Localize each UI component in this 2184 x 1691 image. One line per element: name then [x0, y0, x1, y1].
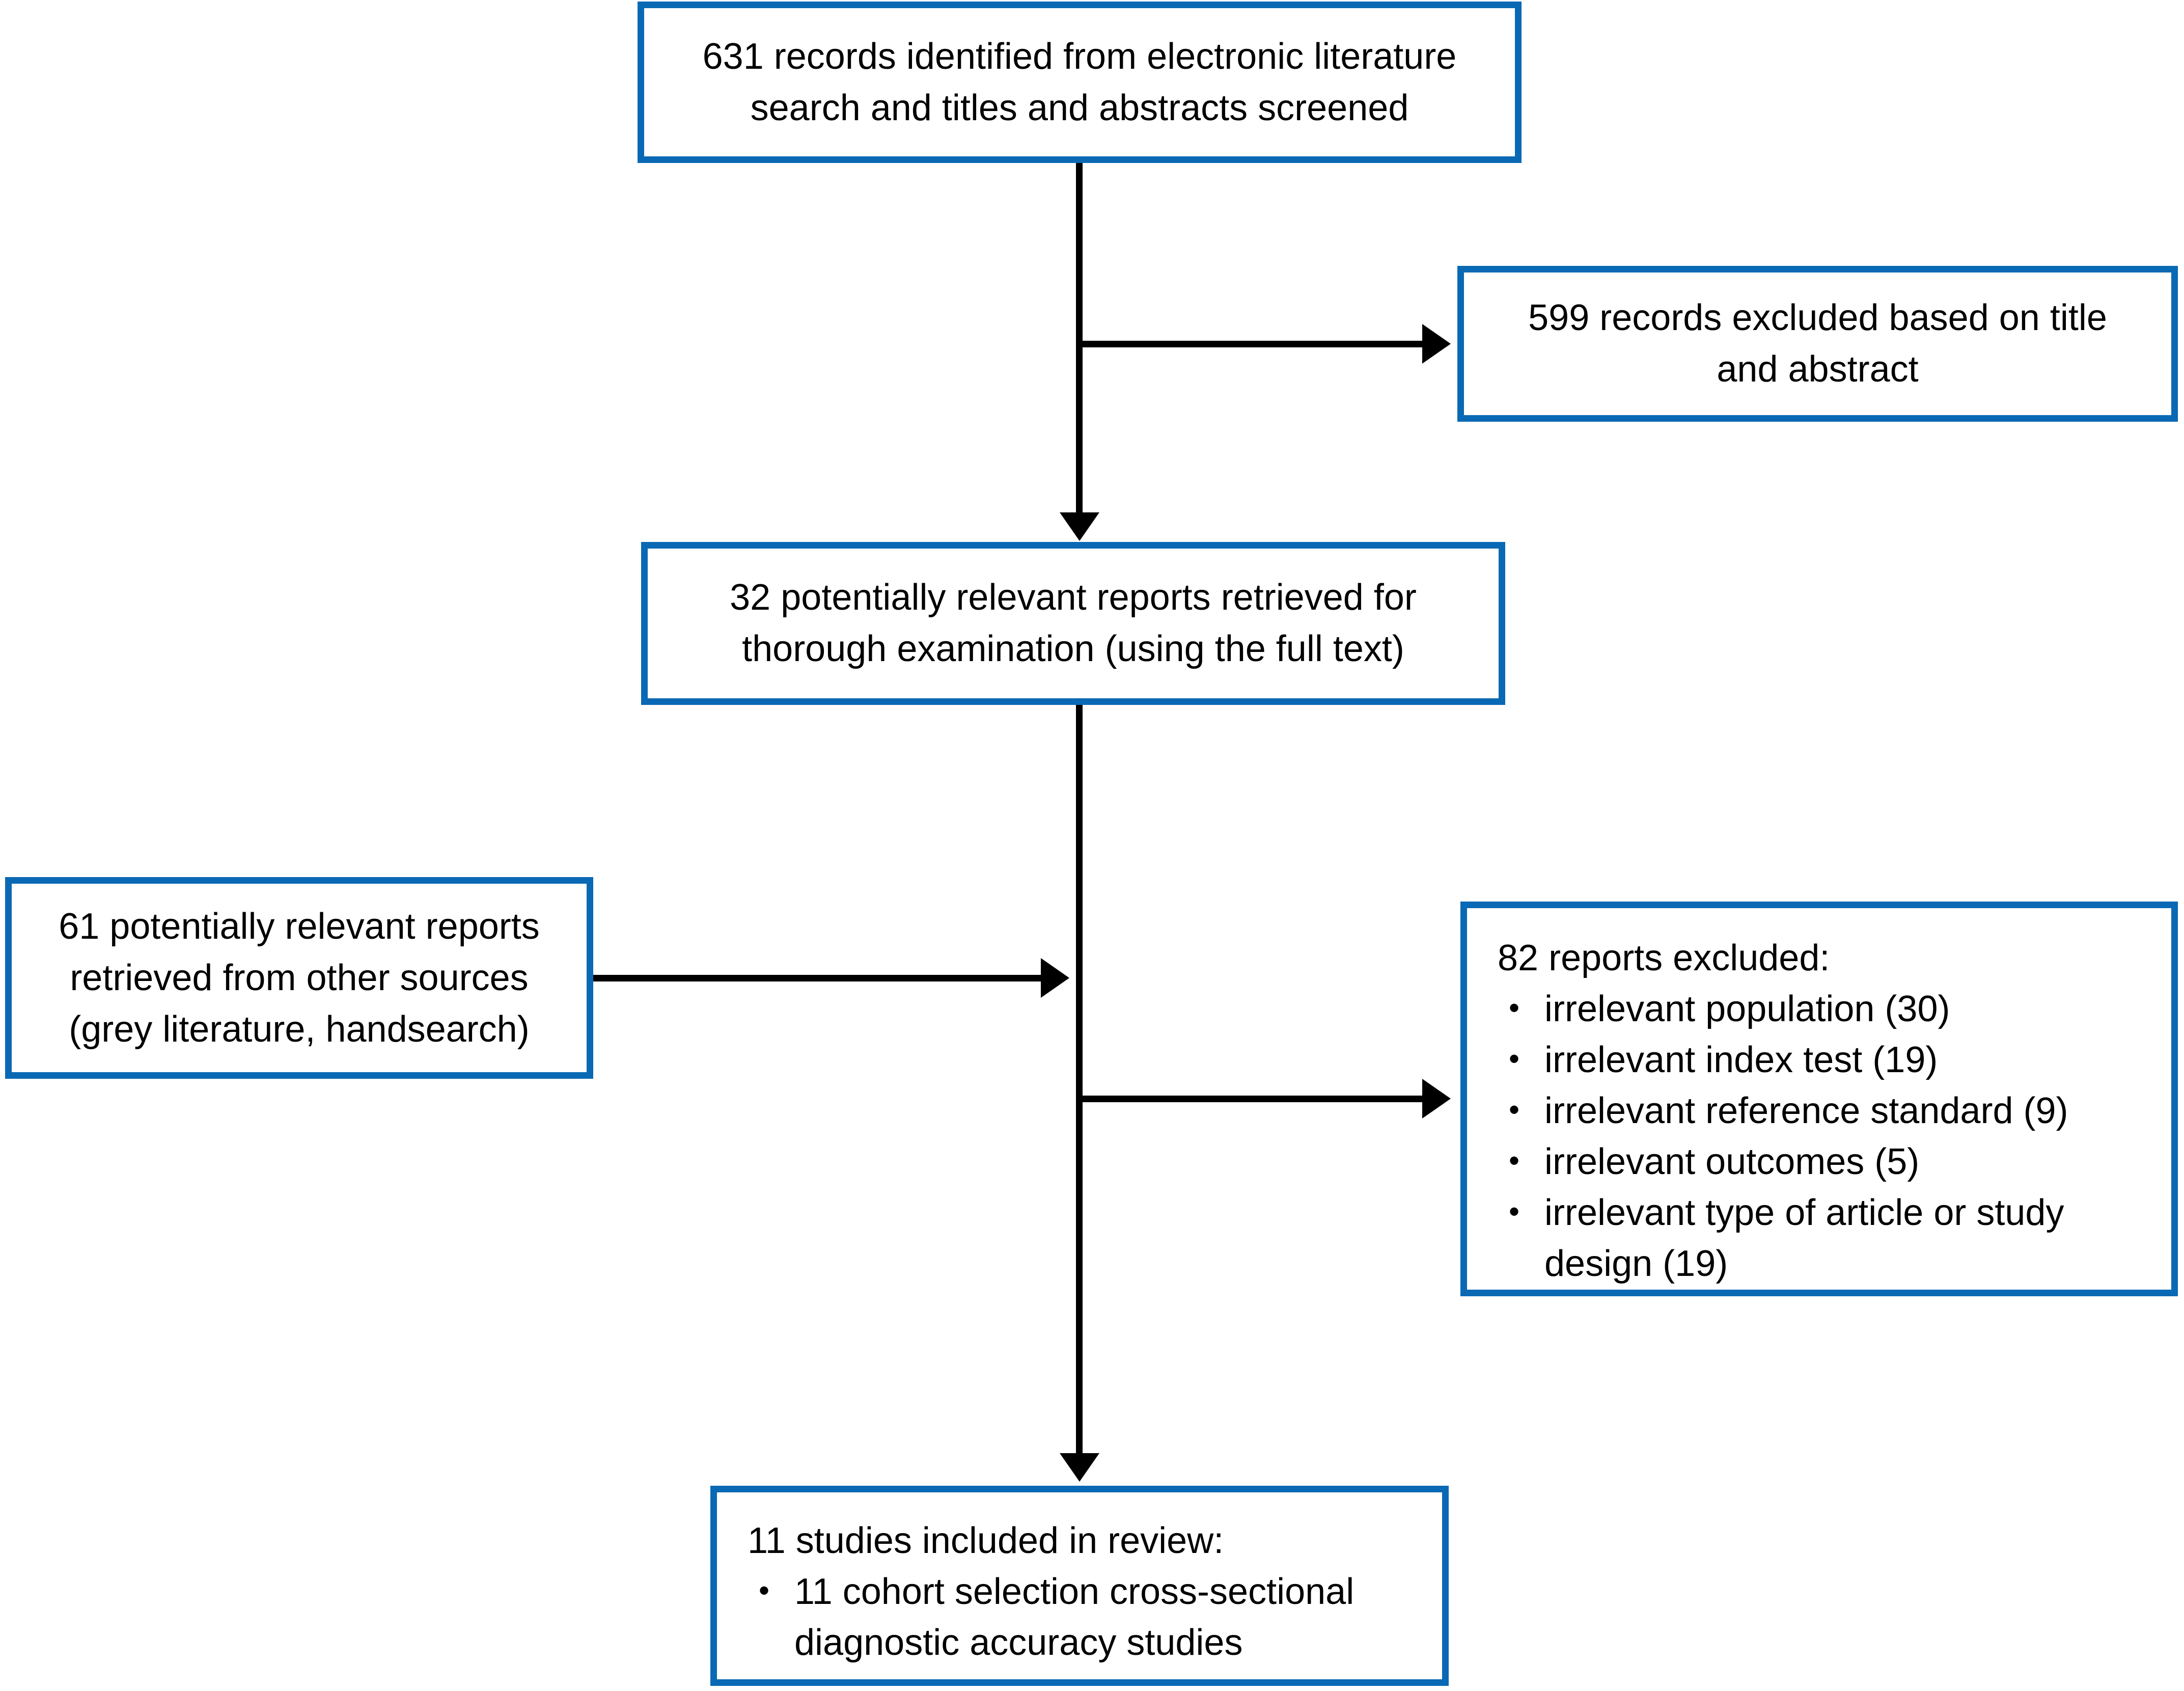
list-item: irrelevant population (30) — [1498, 983, 2151, 1034]
excluded-reports-list: irrelevant population (30) irrelevant in… — [1498, 983, 2151, 1289]
list-item: irrelevant type of article or study desi… — [1498, 1186, 2151, 1289]
connector-identified-to-retrieved — [1076, 163, 1083, 514]
arrowhead-right-icon — [1422, 1079, 1451, 1119]
list-item: irrelevant outcomes (5) — [1498, 1135, 2151, 1187]
connector-retrieved-to-included — [1076, 705, 1083, 1454]
box-reports-other-sources: 61 potentially relevant reports retrieve… — [5, 877, 593, 1079]
included-studies-list: 11 cohort selection cross-sectional diag… — [748, 1565, 1422, 1668]
box-reports-retrieved: 32 potentially relevant reports retrieve… — [641, 542, 1505, 705]
connector-to-excluded-reports — [1080, 1096, 1423, 1102]
box-records-excluded-title-abstract: 599 records excluded based on title and … — [1457, 266, 2178, 422]
list-item: irrelevant reference standard (9) — [1498, 1084, 2151, 1136]
list-item: 11 cohort selection cross-sectional diag… — [748, 1565, 1422, 1668]
excluded-reports-title: 82 reports excluded: — [1498, 938, 1830, 978]
arrowhead-right-icon — [1041, 958, 1069, 998]
box-reports-excluded: 82 reports excluded: irrelevant populati… — [1460, 902, 2178, 1296]
list-item: irrelevant index test (19) — [1498, 1033, 2151, 1085]
arrowhead-down-icon — [1060, 512, 1099, 541]
connector-to-excluded-title-abstract — [1080, 341, 1423, 347]
box-records-identified: 631 records identified from electronic l… — [638, 2, 1522, 163]
connector-other-sources-to-flow — [593, 975, 1042, 981]
arrowhead-down-icon — [1060, 1453, 1099, 1482]
box-studies-included: 11 studies included in review: 11 cohort… — [710, 1486, 1449, 1686]
included-studies-title: 11 studies included in review: — [748, 1520, 1224, 1561]
arrowhead-right-icon — [1422, 324, 1451, 364]
